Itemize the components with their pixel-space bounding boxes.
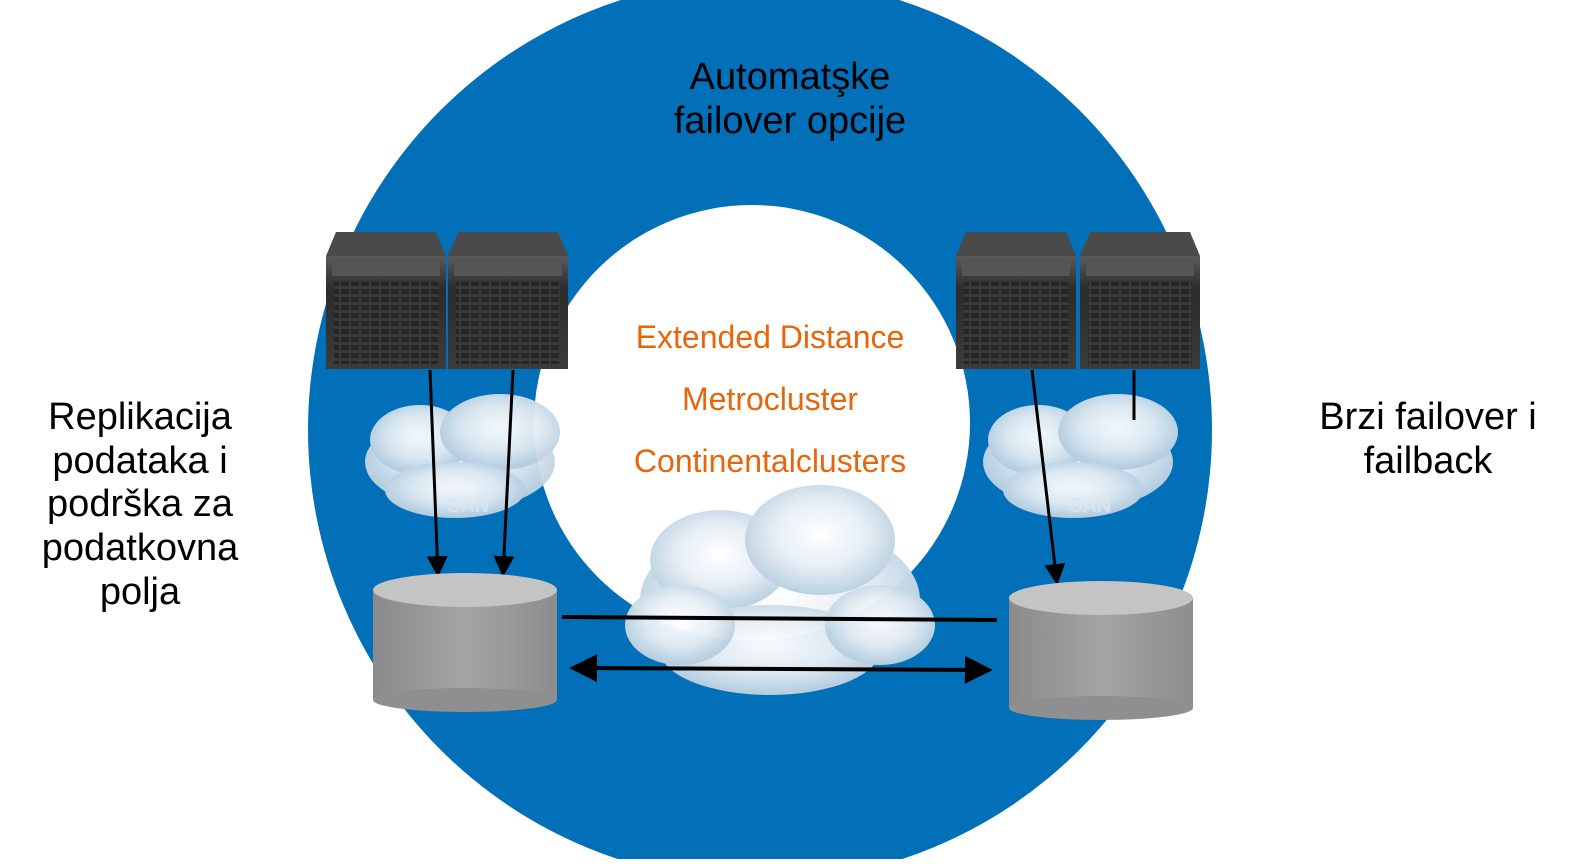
center-line-continentalclusters: Continentalclusters <box>633 443 907 479</box>
server-icon <box>956 232 1076 369</box>
san-label-left: SAN <box>447 495 489 517</box>
center-line-metrocluster: Metrocluster <box>681 381 859 417</box>
center-line-extended-distance: Extended Distance <box>635 319 905 355</box>
top-label: Automatşke failover opcije <box>673 56 907 142</box>
connector-arrow <box>1030 369 1066 586</box>
server-icon <box>326 232 446 369</box>
san-label-right: SAN <box>1069 495 1111 517</box>
replication-line <box>561 615 998 622</box>
connector-arrow <box>493 369 515 578</box>
center-text: Extended Distance Metrocluster Continent… <box>560 306 980 492</box>
cloud-icon <box>983 394 1178 518</box>
replication-arrow <box>569 654 993 684</box>
disk-icon <box>373 573 557 712</box>
connector-arrow <box>426 369 448 578</box>
server-icon <box>448 232 568 369</box>
cloud-icon <box>625 485 935 695</box>
left-label: Replikacija podataka i podrška za podatk… <box>41 396 239 613</box>
right-label: Brzi failover i failback <box>1319 396 1537 482</box>
server-icon <box>1080 232 1200 369</box>
disk-icon <box>1009 581 1193 720</box>
